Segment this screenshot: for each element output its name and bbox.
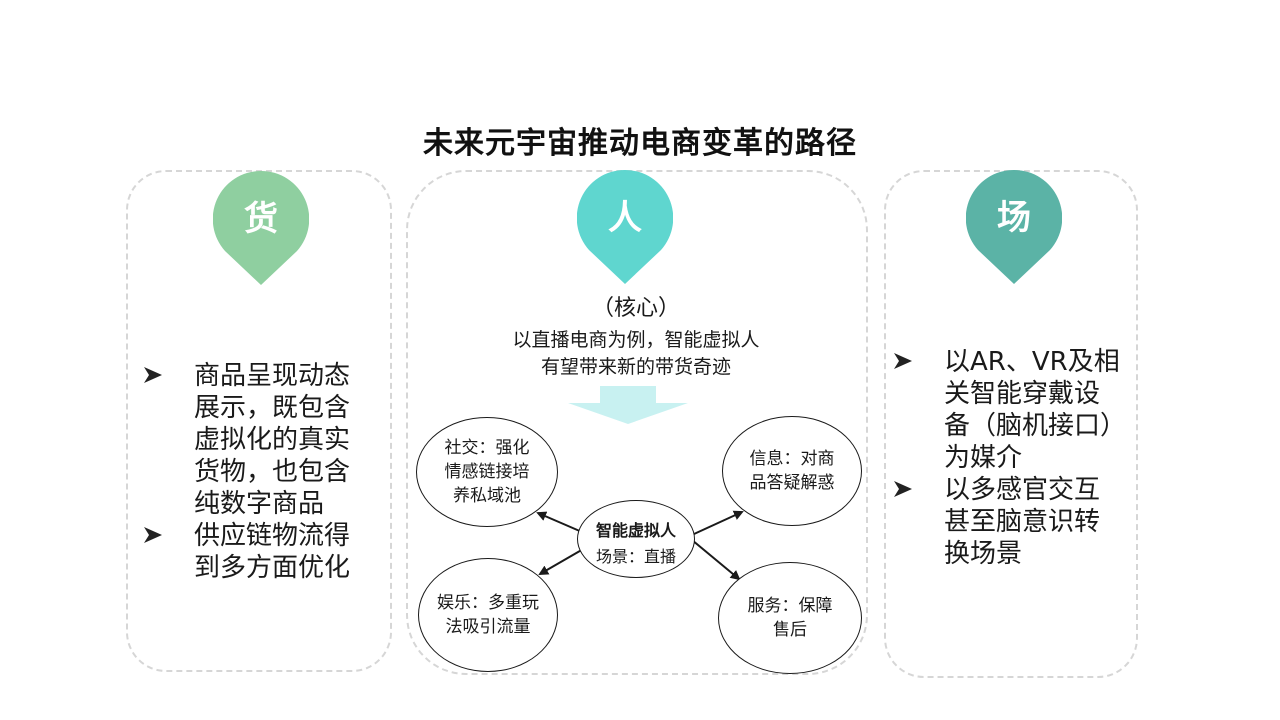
arrow-bullet-icon — [144, 527, 162, 543]
down-arrow-icon — [568, 386, 688, 424]
node-info: 信息：对商 品答疑解惑 — [722, 416, 862, 526]
connector-entertainment — [538, 547, 586, 576]
connector-social — [536, 511, 583, 533]
bullet-line: 商品呈现动态 — [194, 361, 351, 391]
bullet-line: 为媒介 — [944, 443, 1023, 473]
scene-bullet: 以AR、VR及相 关智能穿戴设 备（脑机接口） 为媒介 — [892, 346, 1132, 474]
bullet-line: 纯数字商品 — [194, 489, 325, 519]
people-subtitle: （核心） — [591, 296, 680, 321]
bullet-line: 货物，也包含 — [194, 457, 351, 487]
page-title: 未来元宇宙推动电商变革的路径 — [423, 126, 857, 161]
goods-bullet: 供应链物流得 到多方面优化 — [142, 520, 382, 584]
description-line: 有望带来新的带货奇迹 — [540, 356, 731, 378]
arrow-bullet-icon — [894, 481, 912, 497]
goods-bullets: 商品呈现动态 展示，既包含 虚拟化的真实 货物，也包含 纯数字商品 供应链物流得… — [142, 360, 382, 584]
node-line: 法吸引流量 — [445, 617, 531, 637]
center-hub — [577, 500, 695, 578]
scene-bullet: 以多感官交互 甚至脑意识转 换场景 — [892, 474, 1132, 570]
people-description: 以直播电商为例，智能虚拟人 有望带来新的带货奇迹 — [406, 327, 866, 381]
node-line: 售后 — [773, 620, 807, 640]
scene-pin-icon: 场 — [965, 169, 1063, 288]
scene-label: 场 — [997, 198, 1031, 238]
bullet-line: 备（脑机接口） — [944, 411, 1127, 441]
node-line: 服务：保障 — [747, 596, 833, 616]
bullet-line: 到多方面优化 — [194, 553, 351, 583]
bullet-line: 甚至脑意识转 — [944, 507, 1101, 537]
node-entertainment: 娱乐：多重玩 法吸引流量 — [418, 558, 558, 672]
node-line: 娱乐：多重玩 — [437, 593, 539, 613]
node-line: 养私域池 — [453, 486, 521, 506]
description-line: 以直播电商为例，智能虚拟人 — [512, 329, 760, 351]
scene-bullets: 以AR、VR及相 关智能穿戴设 备（脑机接口） 为媒介 以多感官交互 甚至脑意识… — [892, 346, 1132, 570]
goods-pin-icon: 货 — [212, 170, 310, 289]
bullet-line: 虚拟化的真实 — [194, 425, 351, 455]
bullet-line: 关智能穿戴设 — [944, 379, 1101, 409]
goods-bullet: 商品呈现动态 展示，既包含 虚拟化的真实 货物，也包含 纯数字商品 — [142, 360, 382, 520]
connector-info — [693, 510, 744, 535]
arrow-bullet-icon — [144, 367, 162, 383]
node-line: 社交：强化 — [444, 438, 530, 458]
people-label: 人 — [608, 198, 642, 238]
center-title: 智能虚拟人 — [595, 521, 676, 540]
people-panel — [406, 170, 868, 675]
people-pin-icon: 人 — [576, 169, 674, 288]
connector-service — [691, 539, 741, 581]
bullet-line: 供应链物流得 — [194, 521, 351, 551]
arrow-bullet-icon — [894, 353, 912, 369]
node-service: 服务：保障 售后 — [718, 562, 862, 674]
goods-panel — [126, 170, 392, 672]
node-line: 信息：对商 — [749, 449, 835, 469]
bullet-line: 换场景 — [944, 539, 1023, 569]
bullet-line: 展示，既包含 — [194, 393, 351, 423]
bullet-line: 以多感官交互 — [944, 475, 1101, 505]
node-line: 品答疑解惑 — [749, 473, 835, 493]
center-subtitle: 场景：直播 — [595, 547, 676, 566]
goods-label: 货 — [244, 199, 278, 239]
node-social: 社交：强化 情感链接培 养私域池 — [416, 417, 558, 527]
node-line: 情感链接培 — [444, 462, 530, 482]
bullet-line: 以AR、VR及相 — [944, 347, 1120, 377]
